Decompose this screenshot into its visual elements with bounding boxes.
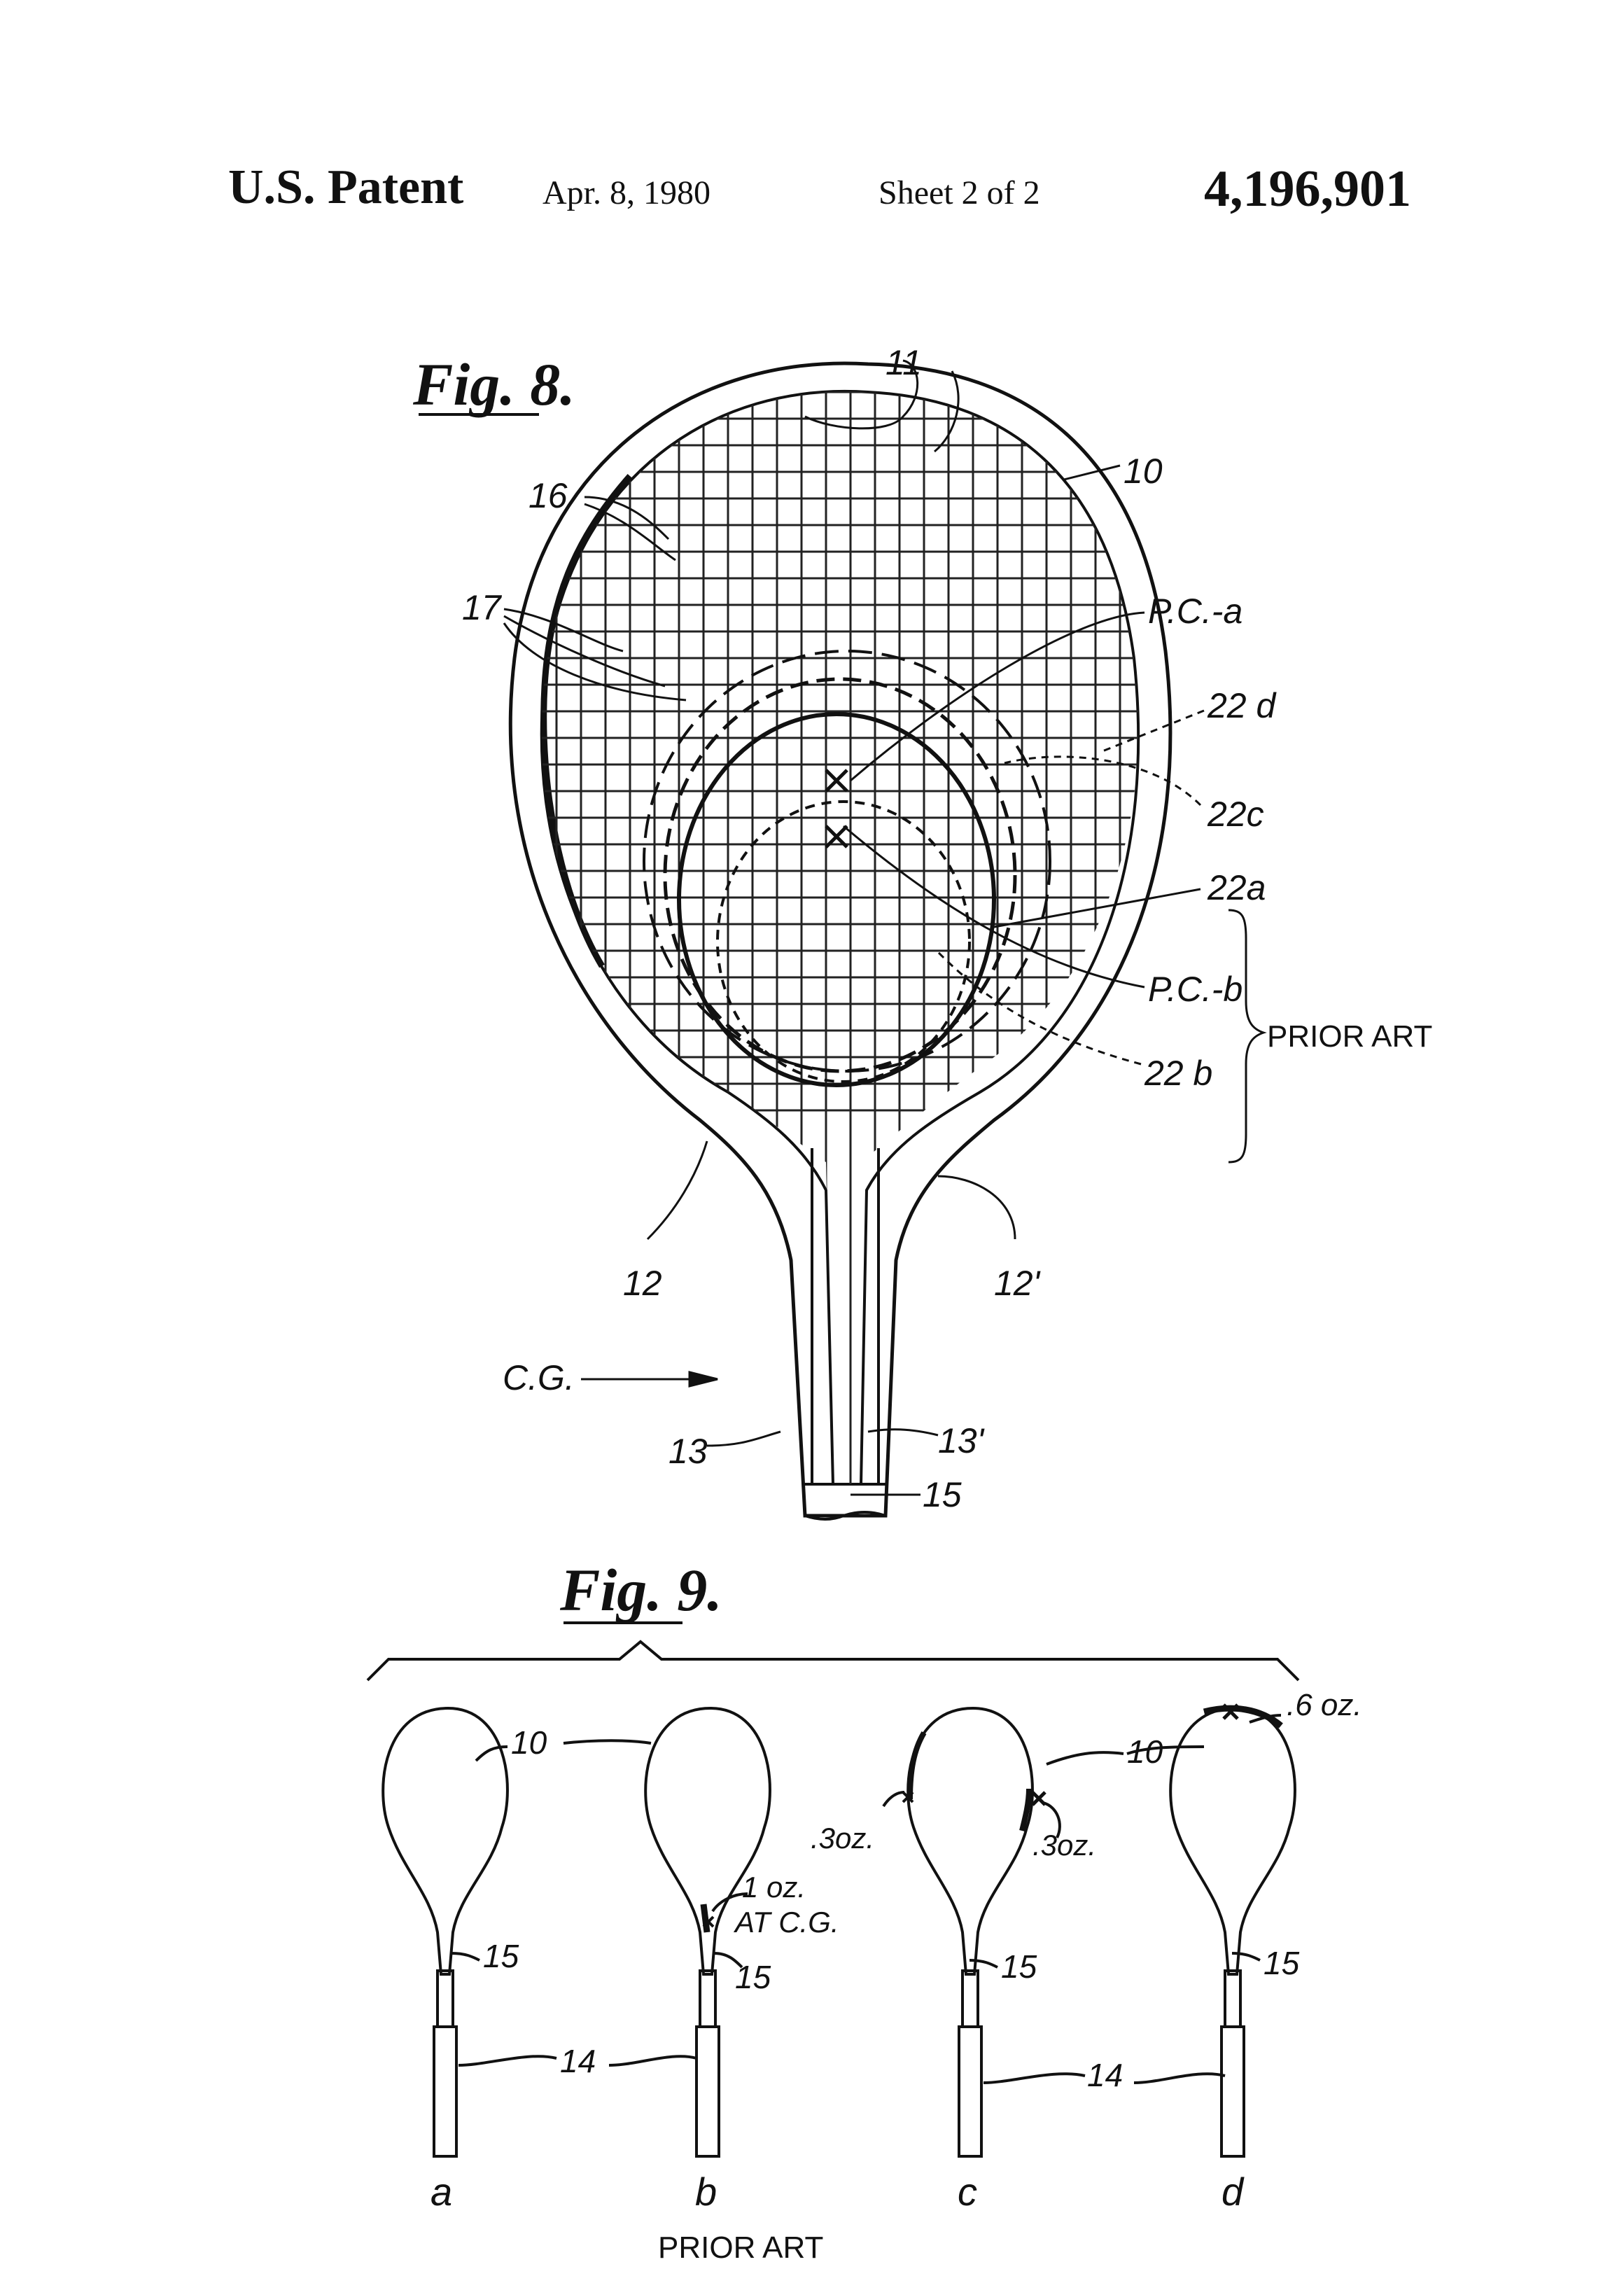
- label-3oz-right: .3oz.: [1032, 1829, 1096, 1862]
- fig8-leaders: [503, 359, 1267, 1496]
- header-title: U.S. Patent: [228, 160, 464, 214]
- label-12-prime: 12': [994, 1264, 1041, 1303]
- fig8-labels: 11 10 16 17 P.C.-a 22 d 22c 22a P.C.-b 2…: [462, 343, 1432, 1514]
- label-10-left: 10: [511, 1724, 547, 1761]
- label-15: 15: [923, 1475, 962, 1514]
- label-d: d: [1222, 2170, 1245, 2214]
- fig9-labels: 10 10 1 oz. AT C.G. .3oz. .3oz. .6 oz. 1…: [430, 1688, 1362, 2265]
- label-15-c: 15: [1001, 1948, 1037, 1985]
- label-14-left: 14: [560, 2043, 596, 2079]
- label-12: 12: [623, 1264, 662, 1303]
- label-3oz-left: .3oz.: [811, 1822, 874, 1855]
- label-22c: 22c: [1207, 795, 1264, 834]
- racket-b: [644, 1706, 771, 2158]
- label-prior-art-fig9: PRIOR ART: [658, 2230, 823, 2265]
- outline-22d: [643, 650, 1051, 1073]
- outline-22c: [663, 677, 1017, 1073]
- label-22a: 22a: [1207, 868, 1266, 907]
- power-center-outlines: [643, 650, 1051, 1087]
- label-17: 17: [462, 588, 503, 627]
- label-1oz: 1 oz.: [742, 1871, 806, 1904]
- label-15-d: 15: [1264, 1945, 1300, 1981]
- fig9-rackets: [382, 1703, 1296, 2158]
- header-sheet: Sheet 2 of 2: [878, 174, 1040, 211]
- label-10: 10: [1124, 452, 1163, 491]
- label-15-a: 15: [483, 1938, 519, 1974]
- racket-frame-inner: [540, 389, 1140, 1486]
- label-b: b: [695, 2170, 717, 2214]
- label-15-b: 15: [735, 1959, 771, 1995]
- label-14-right: 14: [1087, 2057, 1123, 2093]
- racket-d: [1169, 1706, 1296, 2158]
- header-patent-number: 4,196,901: [1204, 160, 1411, 218]
- racket-a: [382, 1706, 509, 2158]
- label-16: 16: [528, 476, 568, 515]
- label-11: 11: [886, 343, 922, 382]
- label-at-cg: AT C.G.: [733, 1906, 839, 1939]
- label-22b: 22 b: [1144, 1054, 1212, 1093]
- racket-c: [906, 1706, 1034, 2158]
- racket-frame-thick-edge: [540, 474, 633, 968]
- outline-22b: [716, 800, 971, 1083]
- label-prior-art-fig8: PRIOR ART: [1267, 1019, 1432, 1054]
- pc-markers: [825, 769, 848, 849]
- outline-22a: [677, 712, 996, 1087]
- fig8-title: Fig. 8.: [412, 351, 575, 418]
- label-6oz: .6 oz.: [1287, 1688, 1362, 1722]
- label-pcb: P.C.-b: [1148, 970, 1242, 1009]
- fig9-title: Fig. 9.: [559, 1556, 722, 1624]
- string-grid: [541, 391, 1139, 1484]
- label-13: 13: [668, 1432, 708, 1471]
- label-10-right: 10: [1127, 1733, 1163, 1770]
- fig9-brace: [366, 1640, 1300, 1682]
- label-c: c: [958, 2170, 977, 2214]
- label-13-prime: 13': [938, 1421, 985, 1460]
- label-pca: P.C.-a: [1148, 592, 1242, 631]
- label-cg: C.G.: [503, 1358, 575, 1397]
- label-22d: 22 d: [1207, 686, 1278, 725]
- label-a: a: [430, 2170, 452, 2214]
- header-date: Apr. 8, 1980: [542, 174, 710, 211]
